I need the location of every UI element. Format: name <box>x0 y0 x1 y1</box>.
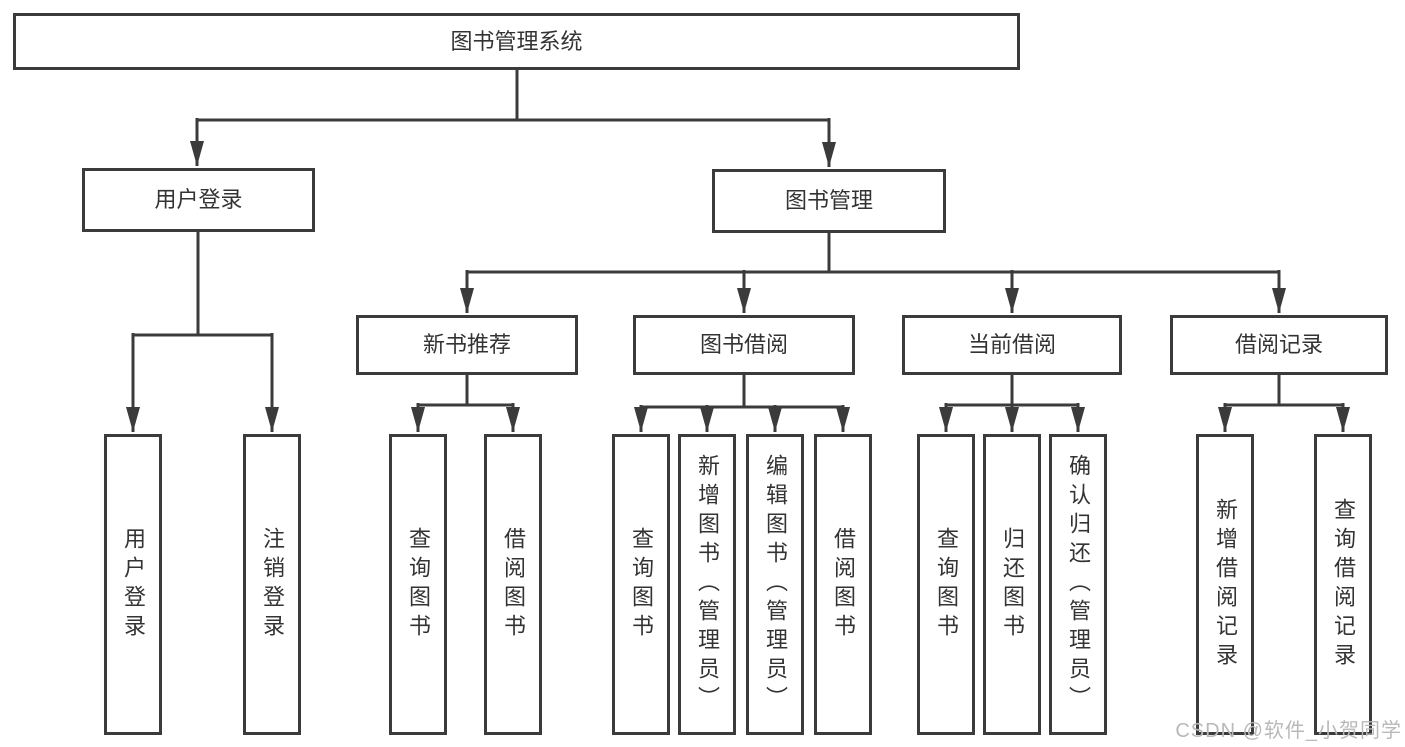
node-book-borrowing: 图书借阅 <box>633 315 855 375</box>
leaf-edit-books-admin: 编辑图书（管理员） <box>746 434 804 735</box>
leaf-confirm-return-admin: 确认归还（管理员） <box>1049 434 1107 735</box>
leaf-borrow-books-recommend: 借阅图书 <box>484 434 542 735</box>
leaf-add-borrow-record: 新增借阅记录 <box>1196 434 1254 735</box>
leaf-add-books-admin: 新增图书（管理员） <box>678 434 736 735</box>
leaf-borrow-books: 借阅图书 <box>814 434 872 735</box>
csdn-watermark: CSDN @软件_小贺同学 <box>1175 720 1402 742</box>
node-root-system: 图书管理系统 <box>13 13 1020 70</box>
leaf-query-borrow-record: 查询借阅记录 <box>1314 434 1372 735</box>
node-new-book-recommend: 新书推荐 <box>356 315 578 375</box>
node-current-borrowing: 当前借阅 <box>902 315 1122 375</box>
leaf-return-books: 归还图书 <box>983 434 1041 735</box>
leaf-query-books-recommend: 查询图书 <box>389 434 447 735</box>
leaf-query-books-borrowing: 查询图书 <box>612 434 670 735</box>
leaf-query-books-current: 查询图书 <box>917 434 975 735</box>
leaf-logout: 注销登录 <box>243 434 301 735</box>
leaf-user-login: 用户登录 <box>104 434 162 735</box>
node-book-management: 图书管理 <box>712 169 946 233</box>
node-borrowing-records: 借阅记录 <box>1170 315 1388 375</box>
node-user-login: 用户登录 <box>82 168 315 232</box>
